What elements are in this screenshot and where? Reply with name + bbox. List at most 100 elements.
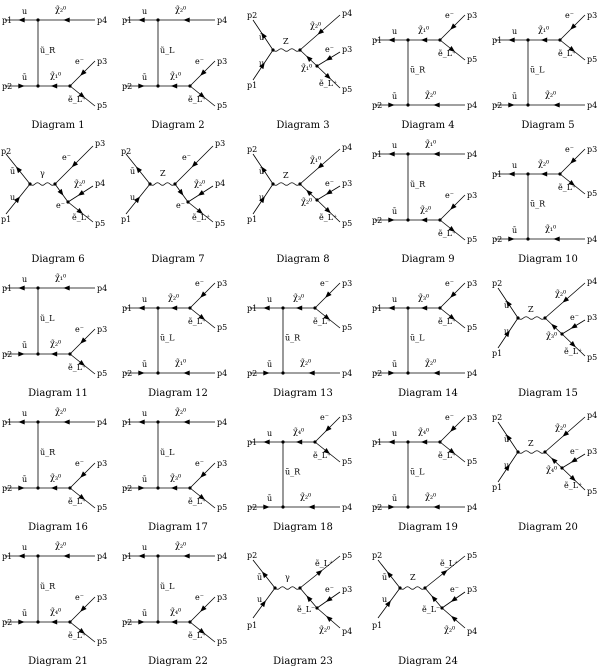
neutralino-label: χ̃₁⁰ [170,71,181,80]
neutralino-label: χ̃₂⁰ [310,21,321,30]
antiquark-label: ū [142,475,147,484]
momentum-label-p2: p2 [122,82,132,91]
boson-wavy-line [29,182,56,186]
squark-propagator-label: ũ_R [410,66,426,75]
neutralino-label: χ̃₂⁰ [55,407,66,416]
arrow-head [18,285,25,291]
momentum-label-p1: p1 [372,36,382,45]
boson-wavy-line [399,586,426,590]
momentum-label-p1: p1 [122,304,132,313]
neutralino-label: χ̃₂⁰ [55,5,66,14]
momentum-label-p5: p5 [215,219,225,228]
electron-label: e⁻ [195,57,204,66]
arrow-head [553,102,560,108]
arrow-head [317,162,325,169]
electron-label: e⁻ [195,459,204,468]
selectron-label: ẽ_L⁺ [438,49,456,58]
neutralino-label: χ̃₂⁰ [555,423,566,432]
antiquark-label: ū [142,609,147,618]
arrow-head [553,236,560,242]
neutralino-label: χ̃₃⁰ [293,293,304,302]
arrow-head [508,236,515,242]
arrow-head [138,419,145,425]
boson-label: Z [528,439,534,448]
arrow-head [63,17,70,23]
arrow-head [308,504,315,510]
momentum-label-p1: p1 [2,16,12,25]
arrow-head [198,314,205,320]
arrow-head [198,92,205,98]
boson-label: Z [528,305,534,314]
arrow-head [138,305,145,311]
diagram-caption: Diagram 22 [148,656,208,667]
neutralino-label: χ̃₂⁰ [175,541,186,550]
arrow-head [448,314,455,320]
electron-label: e⁻ [565,11,574,20]
momentum-label-p1: p1 [492,349,502,358]
arrow-head [315,570,323,576]
squark-propagator-label: ũ_R [285,468,301,477]
arrow-head [183,419,190,425]
momentum-label-p3: p3 [97,57,107,66]
momentum-label-p1: p1 [1,215,11,224]
arrow-head [295,439,303,445]
arrow-head [197,190,205,196]
arrow-head [50,485,58,491]
arrow-head [50,351,58,357]
momentum-label-p1: p1 [247,81,257,90]
arrow-head [170,305,178,311]
quark-label: u [142,7,147,16]
arrow-head [308,370,315,376]
electron-label: e⁻ [445,413,454,422]
arrow-head [77,190,85,196]
arrow-head [18,619,25,625]
arrow-head [388,217,395,223]
arrow-head [540,37,548,43]
quark-label: u [257,595,262,604]
momentum-label-p4: p4 [217,552,227,561]
quark-label: u [259,59,264,68]
boson-wavy-line [517,450,546,454]
electron-label: e⁻ [325,179,334,188]
arrow-head [388,305,395,311]
antiquark-label: ū [267,360,272,369]
arrow-head [388,504,395,510]
boson-label: γ [40,169,45,178]
arrow-head [433,370,440,376]
momentum-label-p1: p1 [492,36,502,45]
neutralino-label: χ̃₂⁰ [50,339,61,348]
momentum-label-p5: p5 [587,189,597,198]
selectron-label: ẽ_L⁺ [564,481,582,490]
arrow-head [71,160,79,168]
momentum-label-p5: p5 [587,353,597,362]
arrow-head [451,615,458,623]
arrow-head [261,32,267,40]
arrow-head [562,296,570,303]
boson-label: Z [283,171,289,180]
momentum-label-p3: p3 [467,191,477,200]
momentum-label-p4: p4 [342,143,352,152]
diagram-caption: Diagram 1 [31,120,84,131]
squark-propagator-label: ũ_L [160,448,175,457]
momentum-label-p3: p3 [342,279,352,288]
neutralino-label: χ̃₂⁰ [175,5,186,14]
electron-label: e⁻ [570,447,579,456]
electron-label: e⁻ [56,201,65,210]
arrow-head [420,217,428,223]
momentum-label-p5: p5 [97,637,107,646]
momentum-label-p5: p5 [217,637,227,646]
neutralino-label: χ̃₂⁰ [555,289,566,298]
arrow-head [191,160,199,168]
selectron-label: ẽ_L⁺ [188,95,206,104]
selectron-label: ẽ_L⁺ [313,317,331,326]
electron-label: e⁻ [325,45,334,54]
momentum-label-p1: p1 [247,215,257,224]
arrow-head [183,17,190,23]
arrow-head [80,69,87,76]
quark-label: u [142,543,147,552]
